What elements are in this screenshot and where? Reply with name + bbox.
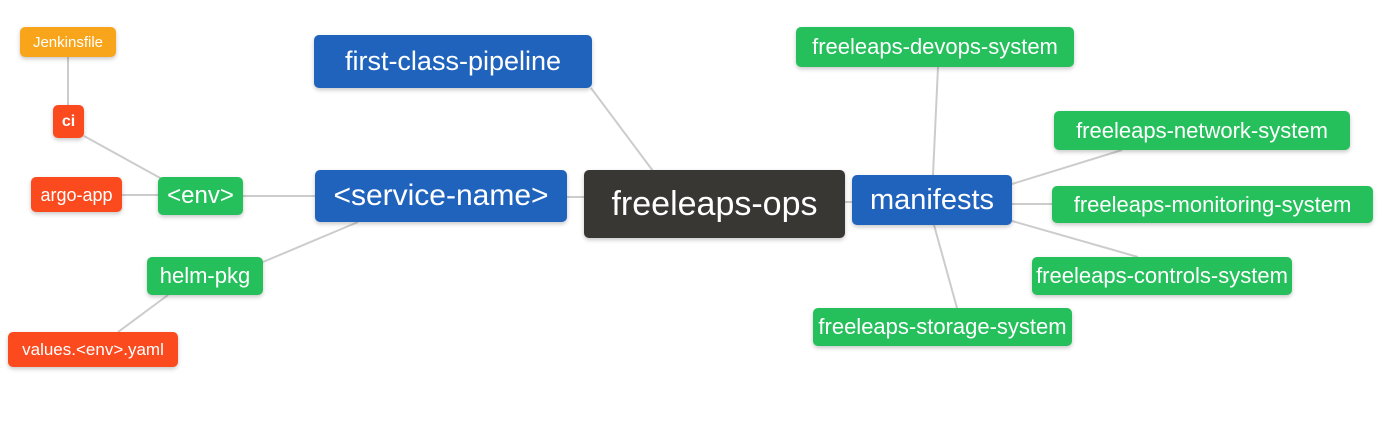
edge-manifests-controls [1011,220,1139,258]
node-env[interactable]: <env> [158,177,243,215]
node-service-name[interactable]: <service-name> [315,170,567,222]
node-first-class-pipeline[interactable]: first-class-pipeline [314,35,592,88]
edge-service-name-helm-pkg [262,221,359,263]
node-jenkinsfile[interactable]: Jenkinsfile [20,27,116,57]
node-ci[interactable]: ci [53,105,84,138]
node-freeleaps-network-system[interactable]: freeleaps-network-system [1054,111,1350,150]
node-argo-app[interactable]: argo-app [31,177,122,212]
edge-manifests-storage [933,224,958,309]
node-values-env-yaml[interactable]: values.<env>.yaml [8,332,178,367]
node-freeleaps-monitoring-system[interactable]: freeleaps-monitoring-system [1052,186,1373,223]
edge-ci-env [83,135,163,180]
edge-manifests-network [1011,149,1123,185]
edge-pipeline-freeleaps-ops [590,87,654,172]
node-freeleaps-storage-system[interactable]: freeleaps-storage-system [813,308,1072,346]
node-manifests[interactable]: manifests [852,175,1012,225]
edge-helm-pkg-values [117,294,169,333]
node-freeleaps-devops-system[interactable]: freeleaps-devops-system [796,27,1074,67]
edge-manifests-devops [932,66,939,176]
node-freeleaps-ops[interactable]: freeleaps-ops [584,170,845,238]
node-helm-pkg[interactable]: helm-pkg [147,257,263,295]
node-freeleaps-controls-system[interactable]: freeleaps-controls-system [1032,257,1292,295]
